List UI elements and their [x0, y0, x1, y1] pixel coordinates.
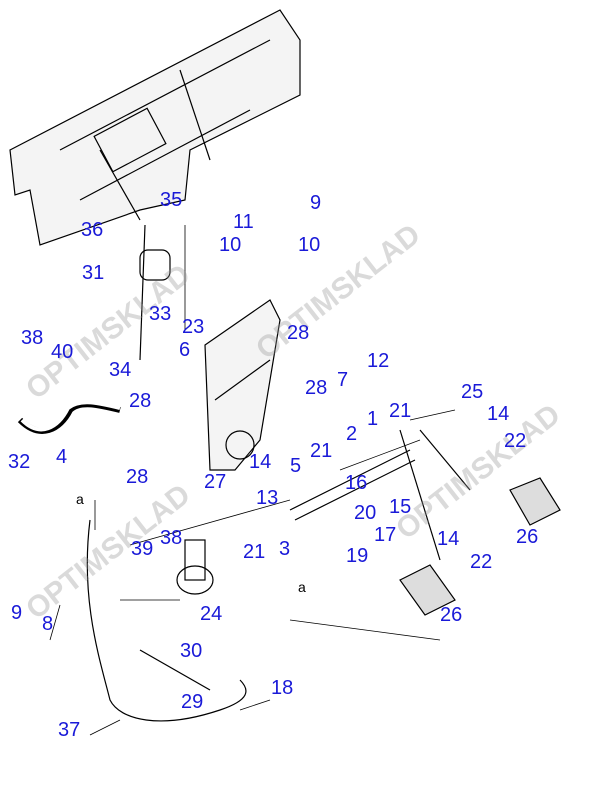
- part-label: 26: [516, 526, 539, 548]
- part-label: 21: [243, 541, 266, 563]
- part-label: 2: [346, 423, 358, 445]
- part-label: 5: [290, 455, 302, 477]
- part-label: 12: [367, 350, 390, 372]
- part-label: 28: [287, 322, 310, 344]
- part-label: 10: [219, 234, 242, 256]
- part-label: 25: [461, 381, 484, 403]
- part-label: 35: [160, 189, 183, 211]
- cable: [86, 519, 247, 722]
- part-label: 23: [182, 316, 205, 338]
- pedal-shaft: [289, 429, 471, 561]
- hoses: [17, 400, 121, 434]
- part-label: 28: [305, 377, 328, 399]
- part-label: 3: [279, 538, 291, 560]
- part-label: 39: [131, 538, 154, 560]
- reference-letter: a: [76, 491, 84, 507]
- part-label: 14: [249, 451, 272, 473]
- master-cylinder: [176, 539, 214, 595]
- part-label: 33: [149, 303, 172, 325]
- part-label: 14: [437, 528, 460, 550]
- part-label: 27: [204, 471, 227, 493]
- leader-lines: [49, 225, 456, 736]
- part-label: 24: [200, 603, 223, 625]
- part-label: 6: [179, 339, 191, 361]
- part-label: 13: [256, 487, 279, 509]
- part-label: 1: [367, 408, 379, 430]
- part-label: 38: [160, 527, 183, 549]
- part-label: 8: [42, 613, 54, 635]
- part-label: 26: [440, 604, 463, 626]
- part-label: 14: [487, 403, 510, 425]
- part-label: 38: [21, 327, 44, 349]
- frame-panel: [9, 9, 301, 246]
- part-label: 32: [8, 451, 31, 473]
- part-label: 36: [81, 219, 104, 241]
- part-label: 30: [180, 640, 203, 662]
- part-label: 40: [51, 341, 74, 363]
- part-label: 22: [470, 551, 493, 573]
- part-label: 15: [389, 496, 412, 518]
- part-label: 29: [181, 691, 204, 713]
- part-label: 9: [11, 602, 23, 624]
- reference-letter: a: [298, 579, 306, 595]
- part-label: 19: [346, 545, 369, 567]
- part-label: 10: [298, 234, 321, 256]
- part-label: 7: [337, 369, 349, 391]
- part-label: 34: [109, 359, 132, 381]
- part-label: 20: [354, 502, 377, 524]
- part-label: 9: [310, 192, 322, 214]
- part-label: 22: [504, 430, 527, 452]
- part-label: 11: [233, 211, 254, 233]
- pedal-bracket: [204, 299, 281, 471]
- part-label: 21: [389, 400, 412, 422]
- part-label: 16: [345, 472, 368, 494]
- part-label: 21: [310, 440, 333, 462]
- part-label: 28: [129, 390, 152, 412]
- part-label: 31: [82, 262, 105, 284]
- part-label: 37: [58, 719, 81, 741]
- part-label: 4: [56, 446, 68, 468]
- part-label: 28: [126, 466, 149, 488]
- pedal-pads: [399, 477, 561, 616]
- part-label: 18: [271, 677, 294, 699]
- part-label: 17: [374, 524, 397, 546]
- cable-rod: [139, 224, 171, 361]
